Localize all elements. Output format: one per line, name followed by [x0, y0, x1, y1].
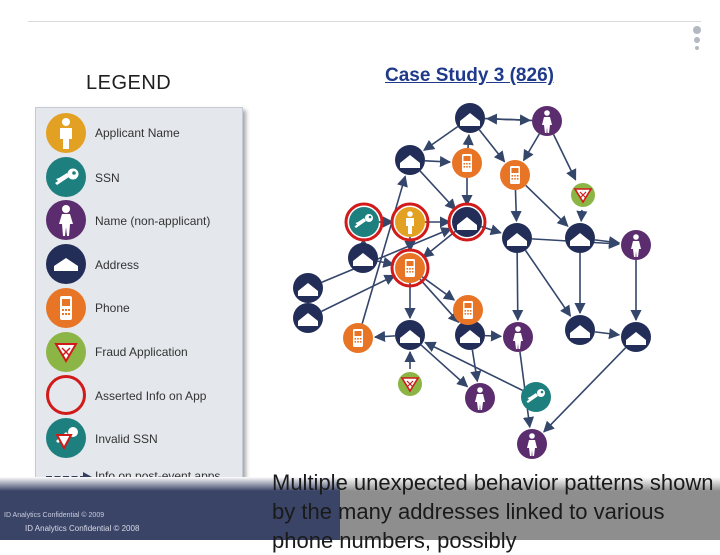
link-edge	[425, 343, 522, 391]
link-edge	[479, 130, 504, 162]
house-node	[455, 103, 485, 133]
link-edge	[425, 161, 450, 162]
phone-node	[343, 323, 373, 353]
house-node	[395, 145, 425, 175]
slide-caption: Multiple unexpected behavior patterns sh…	[272, 468, 720, 555]
house-node	[293, 303, 323, 333]
link-edge	[554, 134, 576, 179]
house-node	[395, 320, 425, 350]
person-node	[532, 106, 562, 136]
case-network-diagram	[0, 0, 720, 540]
person-node	[465, 383, 495, 413]
house-node	[565, 223, 595, 253]
link-edge	[322, 229, 451, 283]
link-edge	[422, 277, 454, 300]
phone-node	[453, 295, 483, 325]
link-edge	[485, 336, 501, 337]
link-edge	[581, 210, 582, 221]
link-edge	[468, 135, 469, 148]
link-edge	[595, 332, 619, 335]
applicant-node	[392, 204, 428, 240]
link-edge	[487, 119, 532, 121]
link-edge	[544, 348, 626, 432]
house-node	[621, 322, 651, 352]
link-edge	[525, 250, 570, 316]
confidential-notice-2: ID Analytics Confidential © 2008	[25, 524, 139, 533]
link-edge	[524, 134, 540, 160]
link-edge	[526, 185, 568, 226]
key-node	[346, 204, 382, 240]
person-node	[503, 322, 533, 352]
link-edge	[517, 253, 518, 320]
house-node	[565, 315, 595, 345]
phone-node	[452, 148, 482, 178]
link-edge	[375, 336, 395, 337]
phone-node	[500, 160, 530, 190]
phone-node	[392, 250, 428, 286]
link-edge	[420, 171, 455, 209]
link-edge	[515, 190, 516, 221]
confidential-notice: ID Analytics Confidential © 2009	[4, 512, 104, 519]
house-node	[293, 273, 323, 303]
house-node	[449, 204, 485, 240]
link-edge	[423, 231, 455, 257]
house-node	[502, 223, 532, 253]
key-node	[521, 382, 551, 412]
link-edge	[424, 127, 458, 151]
link-edge	[420, 279, 459, 322]
link-edge	[321, 275, 394, 311]
fraud-node	[398, 372, 422, 396]
person-node	[621, 230, 651, 260]
fraud-node	[571, 183, 595, 207]
person-node	[517, 429, 547, 459]
house-node	[348, 243, 378, 273]
